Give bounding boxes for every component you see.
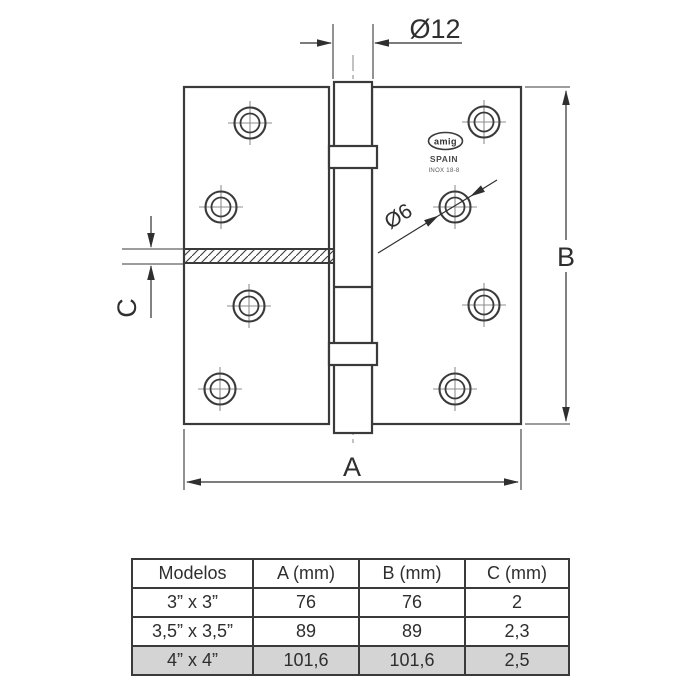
dimension-lines	[147, 39, 570, 486]
b-cell: 89	[358, 616, 466, 647]
height-dimension-label: B	[557, 242, 575, 272]
a-cell: 101,6	[252, 645, 360, 676]
brand-stamp: amig SPAIN INOX 18-8	[427, 131, 464, 174]
table-row: 3” x 3” 76 76 2	[131, 587, 570, 618]
brand-logo-text: amig	[434, 137, 457, 147]
brand-logo-oval	[427, 131, 464, 151]
hole-diameter-label: Ø6	[380, 199, 416, 234]
header-a-mm: A (mm)	[252, 558, 360, 589]
c-cell: 2,3	[464, 616, 570, 647]
screw-holes	[203, 105, 501, 406]
model-cell: 3” x 3”	[131, 587, 254, 618]
spec-table-header-row: Modelos A (mm) B (mm) C (mm)	[131, 558, 570, 589]
a-cell: 89	[252, 616, 360, 647]
knuckle-joint-bottom	[327, 341, 379, 367]
brand-country-text: SPAIN	[430, 154, 458, 164]
brand-material-text: INOX 18-8	[428, 168, 459, 174]
knuckle-joint-top	[327, 144, 379, 170]
section-hatch-band	[183, 248, 335, 264]
pin-diameter-label: Ø12	[409, 14, 460, 44]
model-cell: 3,5” x 3,5”	[131, 616, 254, 647]
c-cell: 2,5	[464, 645, 570, 676]
c-cell: 2	[464, 587, 570, 618]
model-cell: 4” x 4”	[131, 645, 254, 676]
table-row-highlighted: 4” x 4” 101,6 101,6 2,5	[131, 645, 570, 676]
b-cell: 101,6	[358, 645, 466, 676]
width-dimension-label: A	[343, 452, 361, 482]
b-cell: 76	[358, 587, 466, 618]
header-modelos: Modelos	[131, 558, 254, 589]
hinge-pin	[332, 80, 374, 435]
a-cell: 76	[252, 587, 360, 618]
extension-lines	[122, 24, 570, 490]
header-c-mm: C (mm)	[464, 558, 570, 589]
spec-table: Modelos A (mm) B (mm) C (mm) 3” x 3” 76 …	[131, 558, 570, 676]
thickness-dimension-label: C	[112, 298, 142, 318]
table-row: 3,5” x 3,5” 89 89 2,3	[131, 616, 570, 647]
hinge-drawing: Ø12 Ø6 A B C amig SPAIN INOX 18-8	[112, 14, 575, 490]
header-b-mm: B (mm)	[358, 558, 466, 589]
